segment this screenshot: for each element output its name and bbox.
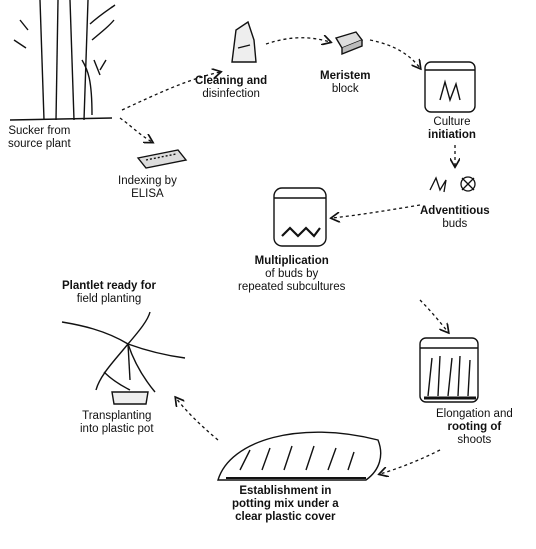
label-culture-line1: Culture xyxy=(428,116,476,129)
label-meristem: Meristem block xyxy=(320,70,371,96)
label-sucker-line2: source plant xyxy=(8,138,71,151)
label-transplanting-line2: into plastic pot xyxy=(80,423,154,436)
label-establishment-line3: clear plastic cover xyxy=(232,511,339,524)
label-culture: Culture initiation xyxy=(428,116,476,142)
label-cleaning-line2: disinfection xyxy=(195,88,267,101)
label-establishment-line1: Establishment in xyxy=(232,485,339,498)
label-elongation: Elongation and rooting of shoots xyxy=(436,408,513,447)
elisa-plate-icon xyxy=(138,150,186,168)
label-adventitious: Adventitious buds xyxy=(420,205,490,231)
plantlet-icon xyxy=(62,312,185,404)
label-multiplication-line3: repeated subcultures xyxy=(238,281,345,294)
sucker-plant-icon xyxy=(10,0,115,120)
label-indexing-line2: ELISA xyxy=(118,188,177,201)
label-elongation-line1: Elongation and xyxy=(436,408,513,421)
label-plantlet: Plantlet ready for field planting xyxy=(62,280,156,306)
label-plantlet-line1: Plantlet ready for xyxy=(62,280,156,293)
plastic-cover-icon xyxy=(218,432,381,480)
label-indexing-line1: Indexing by xyxy=(118,175,177,188)
label-cleaning: Cleaning and disinfection xyxy=(195,75,267,101)
culture-jar-icon xyxy=(425,62,475,112)
corm-icon xyxy=(232,22,256,62)
label-adventitious-line1: Adventitious xyxy=(420,205,490,218)
label-indexing: Indexing by ELISA xyxy=(118,175,177,201)
elongation-jar-icon xyxy=(420,338,478,402)
label-establishment: Establishment in potting mix under a cle… xyxy=(232,485,339,524)
label-establishment-line2: potting mix under a xyxy=(232,498,339,511)
label-transplanting: Transplanting into plastic pot xyxy=(80,410,154,436)
label-adventitious-line2: buds xyxy=(420,218,490,231)
label-transplanting-line1: Transplanting xyxy=(80,410,154,423)
meristem-block-icon xyxy=(336,32,362,54)
label-multiplication-line1: Multiplication xyxy=(238,255,345,268)
label-elongation-line2: rooting of xyxy=(436,421,513,434)
label-cleaning-line1: Cleaning and xyxy=(195,75,267,88)
label-plantlet-line2: field planting xyxy=(62,293,156,306)
multiplication-jar-icon xyxy=(274,188,326,246)
label-meristem-line1: Meristem xyxy=(320,70,371,83)
label-multiplication: Multiplication of buds by repeated subcu… xyxy=(238,255,345,294)
label-meristem-line2: block xyxy=(320,83,371,96)
label-multiplication-line2: of buds by xyxy=(238,268,345,281)
label-sucker: Sucker from source plant xyxy=(8,125,71,151)
label-sucker-line1: Sucker from xyxy=(8,125,71,138)
adventitious-buds-icon xyxy=(430,177,475,192)
label-culture-line2: initiation xyxy=(428,129,476,142)
label-elongation-line3: shoots xyxy=(436,434,513,447)
